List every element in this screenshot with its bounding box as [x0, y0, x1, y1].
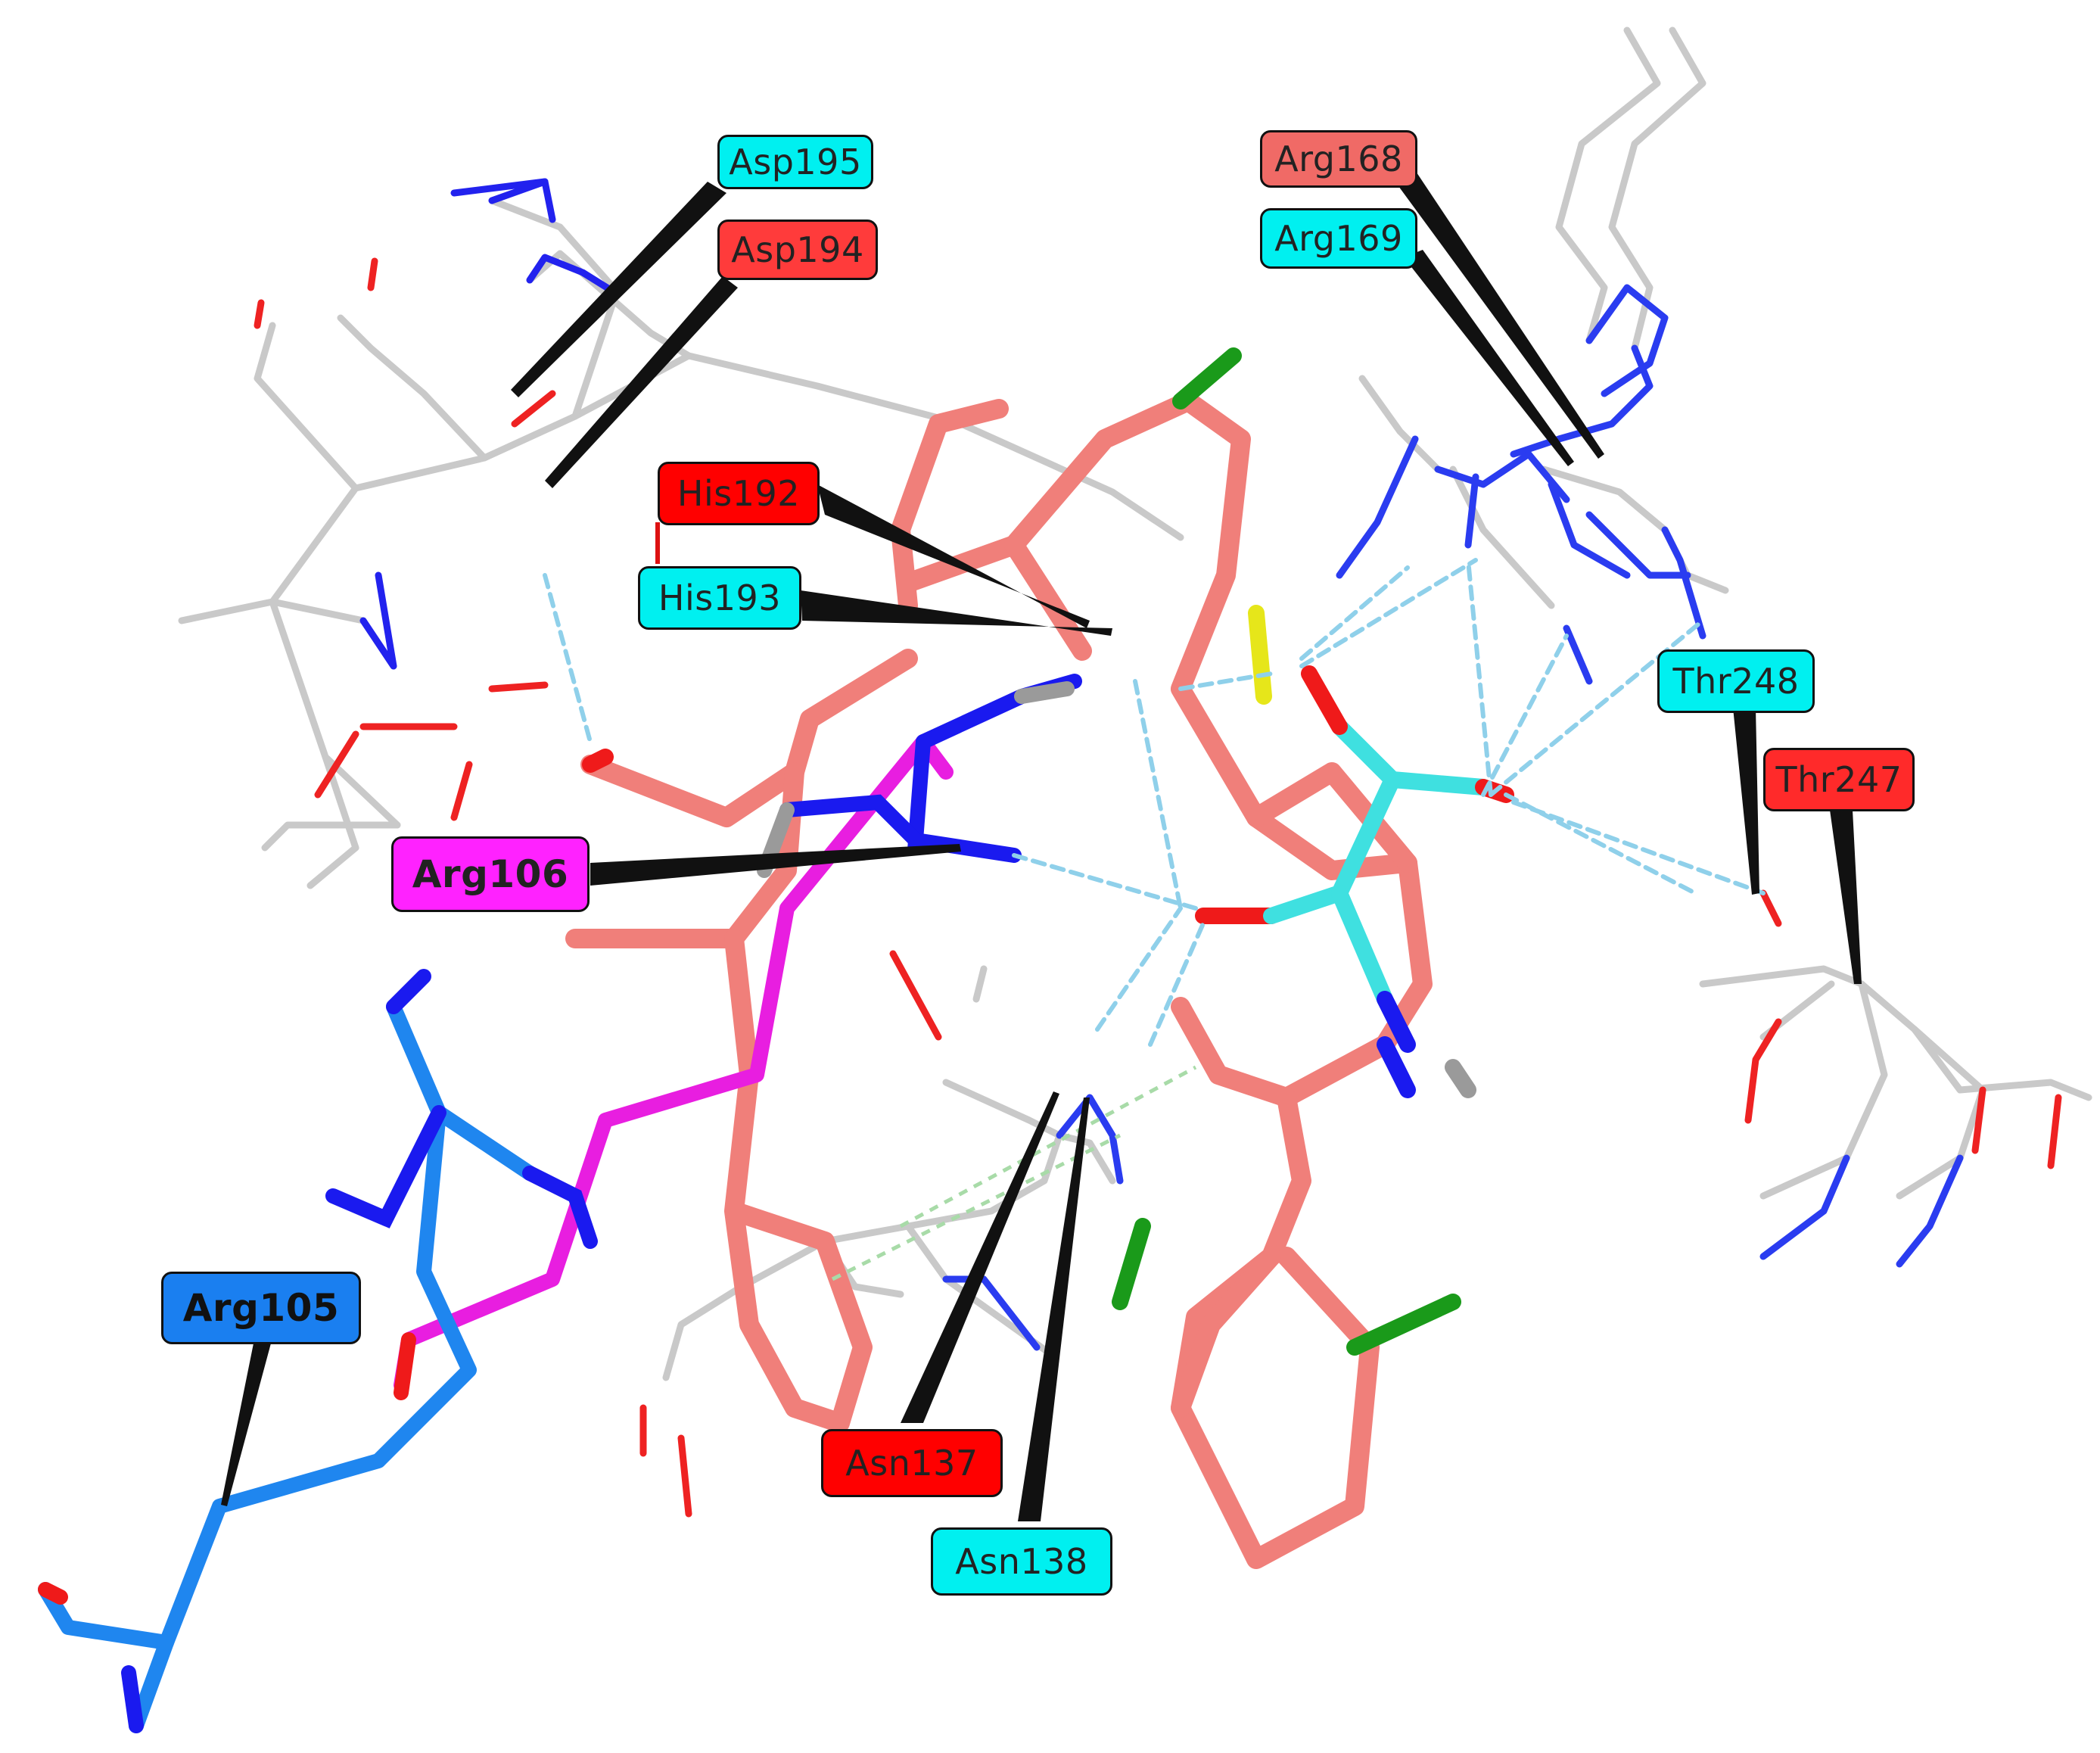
leader-his192 — [817, 484, 1090, 628]
weak-contacts — [831, 1065, 1197, 1281]
label-arg169: Arg169 — [1260, 208, 1417, 269]
ligand-heteroatoms — [582, 347, 1476, 1356]
label-asn138: Asn138 — [931, 1527, 1112, 1596]
left-residues — [178, 197, 1184, 889]
asn-heteroatoms — [639, 950, 1124, 1518]
label-leader-lines — [221, 170, 1862, 1521]
label-thr247: Thr247 — [1763, 748, 1915, 811]
left-residue-oxygens — [254, 257, 556, 821]
label-asn137: Asn137 — [821, 1429, 1003, 1497]
label-arg106: Arg106 — [391, 836, 590, 912]
arg105-heteroatoms — [38, 969, 598, 1733]
hydrogen-bonds — [543, 558, 1766, 1047]
right-arg-chains — [1358, 26, 1729, 609]
leader-arg105 — [221, 1332, 274, 1506]
thr-heteroatoms — [1744, 889, 2062, 1268]
label-asp195: Asp195 — [717, 135, 873, 189]
leader-arg106 — [590, 844, 961, 886]
right-arg-nitrogens — [1336, 284, 1706, 685]
leader-asp194 — [545, 276, 738, 488]
ligand-core-cyan — [1263, 718, 1492, 1007]
leader-thr247 — [1830, 810, 1862, 984]
leader-asn137 — [901, 1091, 1059, 1423]
leader-asn138 — [1018, 1098, 1090, 1521]
left-residue-nitrogens — [359, 178, 617, 670]
thr-residues — [1699, 965, 2092, 1200]
leader-asp195 — [511, 182, 726, 397]
label-arg168: Arg168 — [1260, 130, 1417, 188]
leader-thr248 — [1733, 708, 1759, 895]
leader-his193 — [801, 590, 1112, 636]
label-thr248: Thr248 — [1657, 649, 1815, 713]
label-his193: His193 — [638, 566, 801, 630]
leader-arg168 — [1392, 170, 1604, 459]
arg105-sticks — [38, 999, 537, 1733]
label-his192: His192 — [658, 462, 820, 525]
label-arg105: Arg105 — [161, 1272, 361, 1344]
label-asp194: Asp194 — [717, 220, 878, 280]
leader-arg169 — [1404, 250, 1574, 466]
